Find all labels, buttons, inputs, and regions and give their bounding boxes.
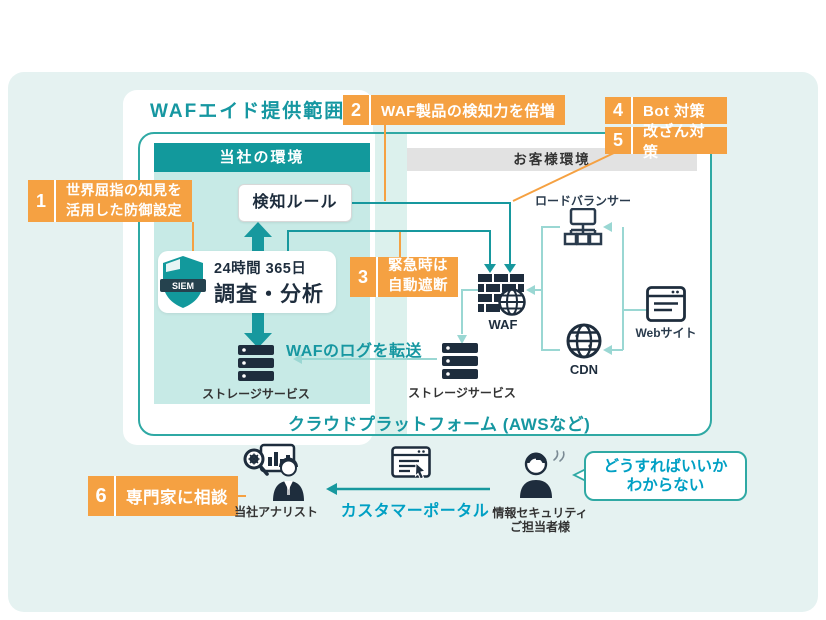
cdn-icon bbox=[566, 323, 602, 359]
siem-node: SIEM 24時間 365日 調査・分析 bbox=[158, 251, 336, 313]
customer-person-label2: ご担当者様 bbox=[509, 520, 570, 534]
callout-6-label: 専門家に相談 bbox=[126, 489, 228, 507]
callout-3: 3 緊急時は 自動遮断 bbox=[350, 257, 458, 297]
siem-line2: 調査・分析 bbox=[214, 282, 324, 306]
detection-rule-node: 検知ルール bbox=[238, 184, 352, 222]
log-transfer-label: WAFのログを転送 bbox=[286, 343, 423, 360]
cdn-label: CDN bbox=[569, 362, 599, 377]
callout-3-line1: 緊急時は bbox=[388, 258, 448, 275]
load-balancer-label: ロードバランサー bbox=[534, 194, 631, 208]
callout-2-number: 2 bbox=[343, 95, 371, 125]
callout-3-label: 緊急時は 自動遮断 bbox=[378, 257, 458, 297]
storage-customer-icon bbox=[442, 343, 478, 379]
callout-5: 5 改ざん対策 bbox=[605, 122, 727, 161]
callout-2: 2 WAF製品の検知力を倍増 bbox=[343, 95, 566, 125]
callout-3-number: 3 bbox=[350, 257, 378, 297]
callout-4-number: 4 bbox=[605, 97, 633, 124]
callout-6-number: 6 bbox=[88, 476, 116, 516]
analyst-icon bbox=[243, 443, 304, 501]
speech-bubble-line2: わからない bbox=[626, 477, 705, 494]
callout-1-line2: 活用した防御設定 bbox=[66, 202, 182, 218]
cloud-platform-label: クラウドプラットフォーム (AWSなど) bbox=[288, 415, 591, 434]
website-label: Webサイト bbox=[635, 326, 697, 340]
website-icon bbox=[646, 286, 686, 322]
callout-4-label: Bot 対策 bbox=[643, 103, 706, 120]
waf-icon bbox=[478, 274, 526, 316]
siem-shield-icon: SIEM bbox=[160, 256, 206, 308]
storage-ours-label: ストレージサービス bbox=[202, 387, 310, 401]
callout-1-label: 世界屈指の知見を 活用した防御設定 bbox=[56, 180, 192, 222]
siem-line1: 24時間 365日 bbox=[214, 260, 307, 277]
siem-text-block: 24時間 365日 調査・分析 bbox=[214, 257, 324, 308]
analyst-label: 当社アナリスト bbox=[234, 505, 318, 519]
callout-1: 1 世界屈指の知見を 活用した防御設定 bbox=[28, 180, 192, 222]
our-environment-header: 当社の環境 bbox=[154, 143, 370, 172]
speech-bubble: どうすればいいか わからない bbox=[584, 451, 747, 501]
portal-label: カスタマーポータル bbox=[340, 503, 490, 520]
speech-bubble-line1: どうすればいいか bbox=[603, 457, 728, 475]
callout-6: 6 専門家に相談 bbox=[88, 476, 238, 516]
storage-ours-icon bbox=[238, 345, 274, 381]
customer-person-label1: 情報セキュリティ bbox=[492, 506, 588, 520]
portal-icon bbox=[391, 446, 431, 480]
waf-label: WAF bbox=[488, 317, 518, 332]
callout-5-number: 5 bbox=[605, 127, 633, 154]
page-title: WAFエイド提供範囲 bbox=[150, 101, 346, 122]
load-balancer-icon bbox=[563, 208, 603, 246]
siem-badge-text: SIEM bbox=[172, 281, 194, 291]
callout-2-label: WAF製品の検知力を倍増 bbox=[381, 102, 556, 120]
customer-person-icon bbox=[520, 450, 565, 498]
callout-4: 4 Bot 対策 bbox=[605, 97, 727, 124]
callout-1-line1: 世界屈指の知見を bbox=[66, 182, 182, 199]
callout-5-label: 改ざん対策 bbox=[643, 122, 706, 161]
callout-3-line2: 自動遮断 bbox=[388, 278, 448, 294]
callout-1-number: 1 bbox=[28, 180, 56, 222]
storage-customer-label: ストレージサービス bbox=[408, 386, 516, 400]
